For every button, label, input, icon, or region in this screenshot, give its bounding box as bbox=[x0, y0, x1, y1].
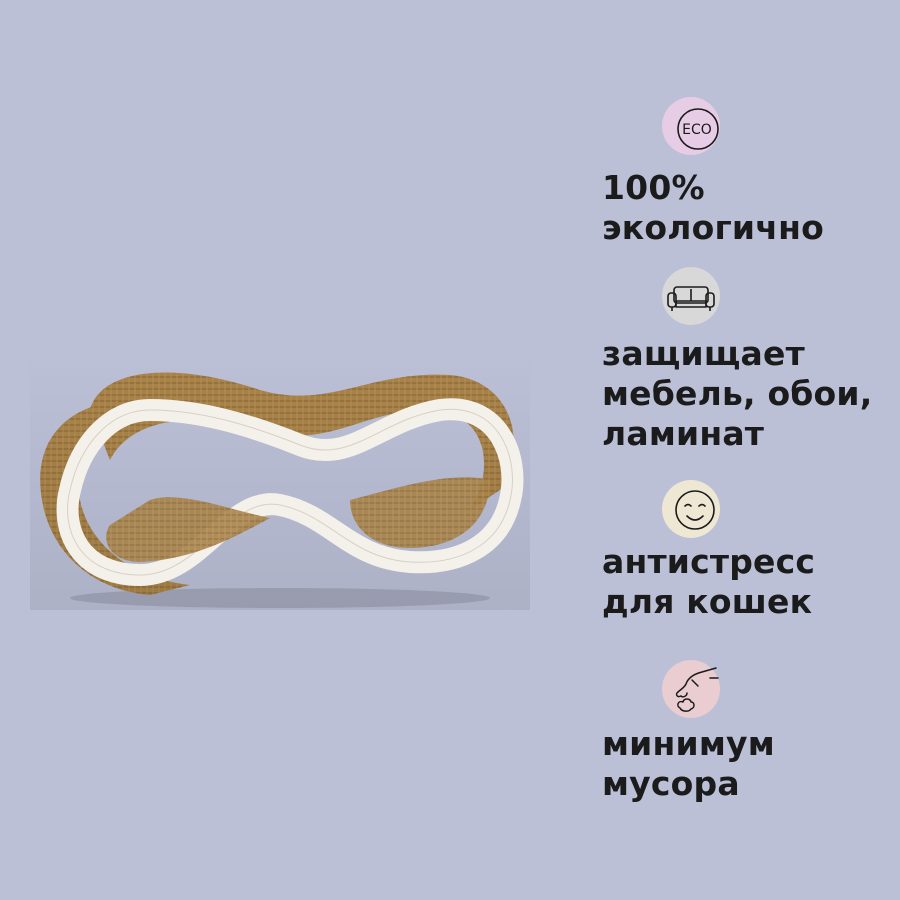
feature-line: антистресс bbox=[602, 542, 816, 581]
feature-line: мебель, обои, bbox=[602, 374, 873, 413]
feature-line: защищает bbox=[602, 334, 805, 373]
smile-face-icon bbox=[660, 478, 722, 540]
feature-eco-text: 100% экологично bbox=[602, 168, 824, 248]
feature-protect-text: защищает мебель, обои, ламинат bbox=[602, 334, 872, 454]
feature-line: мусора bbox=[602, 764, 740, 803]
feature-line: ламинат bbox=[602, 414, 765, 453]
feature-line: экологично bbox=[602, 208, 824, 247]
feature-antistress-text: антистресс для кошек bbox=[602, 542, 815, 622]
svg-text:ECO: ECO bbox=[682, 122, 712, 138]
sofa-icon bbox=[660, 265, 722, 327]
feature-line: минимум bbox=[602, 724, 775, 763]
feature-line: для кошек bbox=[602, 582, 813, 621]
eco-icon: ECO bbox=[660, 95, 722, 157]
feature-line: 100% bbox=[602, 168, 705, 207]
cat-scratcher-image bbox=[30, 350, 530, 610]
cat-paw-debris-icon bbox=[660, 658, 722, 720]
feature-litter-text: минимум мусора bbox=[602, 724, 775, 804]
